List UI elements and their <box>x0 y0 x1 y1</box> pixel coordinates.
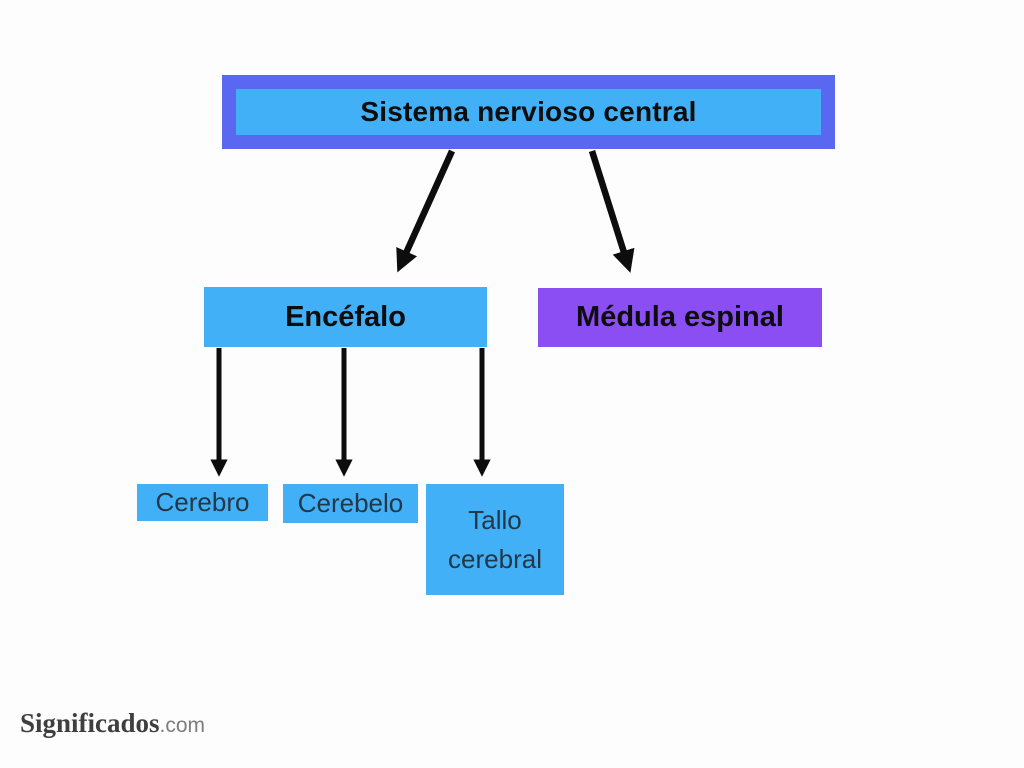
brand-logo: Significados.com <box>20 708 205 739</box>
node-medula-espinal: Médula espinal <box>538 288 822 347</box>
brand-suffix: .com <box>159 714 206 737</box>
node-label-encefalo: Encéfalo <box>285 300 406 333</box>
node-label-cerebro: Cerebro <box>155 487 250 517</box>
node-sistema-nervioso-central-inner: Sistema nervioso central <box>236 89 821 135</box>
node-label-medula-espinal: Médula espinal <box>576 301 784 333</box>
node-sistema-nervioso-central: Sistema nervioso central <box>222 75 835 149</box>
node-encefalo: Encéfalo <box>204 287 487 347</box>
arrow-root-to-medula <box>588 150 635 273</box>
node-label-tallo-cerebral: Tallo cerebral <box>448 504 542 574</box>
node-label-root: Sistema nervioso central <box>360 96 697 127</box>
node-label-cerebelo: Cerebelo <box>297 488 404 518</box>
node-tallo-cerebral: Tallo cerebral <box>426 484 564 595</box>
node-cerebelo: Cerebelo <box>283 484 418 523</box>
brand-name: Significados <box>20 708 160 738</box>
node-cerebro: Cerebro <box>137 484 268 521</box>
arrow-root-to-encefalo <box>396 149 455 273</box>
